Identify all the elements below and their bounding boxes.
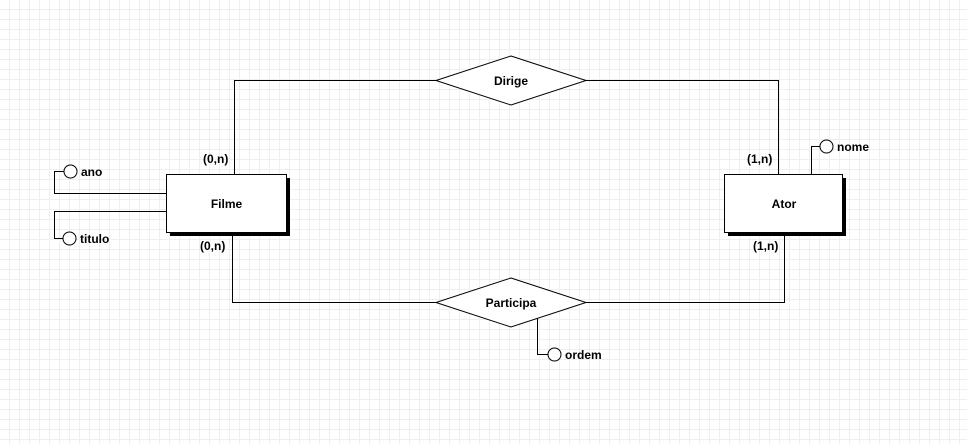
cardinality-ator-dirige: (1,n)	[747, 152, 772, 166]
entity-ator-box	[724, 174, 843, 233]
connector-attr-titulo	[54, 211, 166, 239]
cardinality-filme-participa: (0,n)	[200, 239, 225, 253]
attribute-titulo[interactable]: titulo	[62, 231, 109, 246]
attribute-ordem-circle	[547, 347, 562, 362]
attribute-ano-label: ano	[81, 165, 102, 179]
attribute-ano[interactable]: ano	[63, 164, 102, 179]
entity-ator[interactable]: Ator	[724, 174, 847, 237]
relationship-dirige-diamond	[434, 55, 588, 106]
relationship-dirige-label: Dirige	[494, 74, 528, 88]
connectors	[54, 80, 820, 355]
cardinality-ator-participa: (1,n)	[753, 239, 778, 253]
connector-participa-ator	[586, 233, 785, 303]
connector-attr-ordem	[537, 318, 548, 355]
connector-attr-nome	[811, 146, 820, 175]
connector-filme-participa	[232, 233, 436, 303]
attribute-ano-circle	[63, 164, 78, 179]
connector-dirige-ator	[586, 80, 779, 175]
attribute-titulo-circle	[62, 231, 77, 246]
entity-ator-label: Ator	[772, 197, 797, 211]
attribute-ordem-label: ordem	[565, 348, 602, 362]
relationship-participa-label: Participa	[486, 296, 537, 310]
relationship-participa-diamond	[434, 277, 588, 328]
relationship-dirige[interactable]: Dirige	[434, 55, 588, 106]
connector-attr-ano	[54, 171, 166, 194]
attribute-titulo-label: titulo	[80, 232, 109, 246]
cardinality-filme-dirige: (0,n)	[203, 152, 228, 166]
attribute-nome-label: nome	[837, 140, 869, 154]
attribute-ordem[interactable]: ordem	[547, 347, 602, 362]
relationship-participa[interactable]: Participa	[434, 277, 588, 328]
attribute-nome-circle	[819, 139, 834, 154]
entity-filme-label: Filme	[211, 197, 243, 211]
entity-filme[interactable]: Filme	[166, 174, 291, 237]
entity-filme-box	[166, 174, 287, 233]
connector-filme-dirige	[234, 80, 436, 175]
attribute-nome[interactable]: nome	[819, 139, 869, 154]
